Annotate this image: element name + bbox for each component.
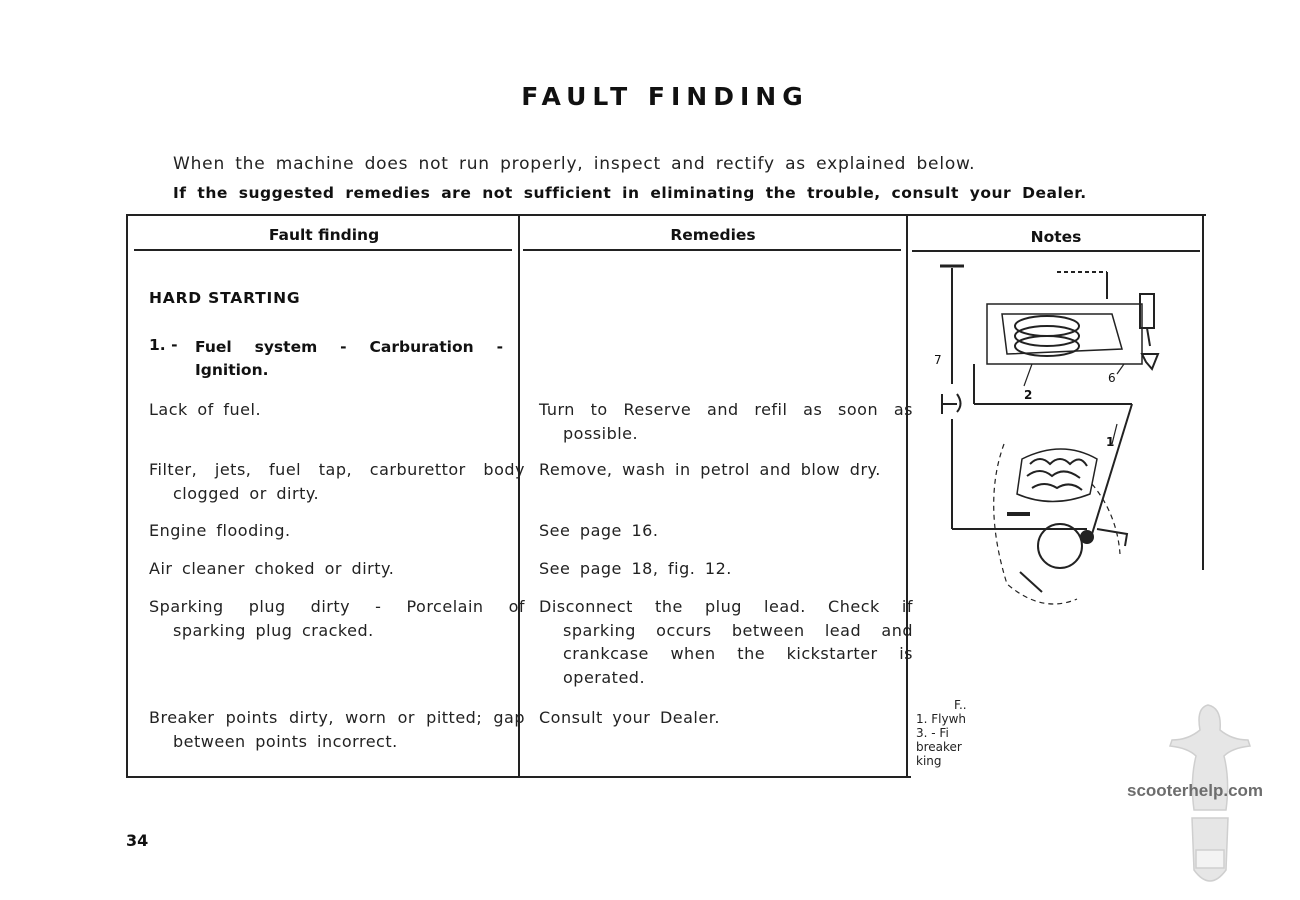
fault-item: Lack of fuel. xyxy=(149,400,262,419)
caption-line: 3. - Fi xyxy=(916,726,949,740)
subsection-title: Fuel system - Carburation - Ignition. xyxy=(195,338,503,379)
fault-item: Sparking plug dirty - Porcelain of spark… xyxy=(149,597,525,640)
column-divider-2 xyxy=(906,214,908,778)
column-header-fault: Fault finding xyxy=(268,226,380,244)
diagram-label: 7 xyxy=(934,353,942,367)
diagram-label: 1 xyxy=(1106,435,1114,449)
subsection-number: 1. - xyxy=(149,336,178,354)
watermark-text: scooterhelp.com xyxy=(1127,781,1264,800)
diagram-label: 2 xyxy=(1024,388,1032,402)
scooter-logo-watermark xyxy=(1168,704,1252,882)
table-right-border xyxy=(1202,214,1204,570)
section-title: HARD STARTING xyxy=(149,289,301,307)
figure-caption: F.. 1. Flywh 3. - Fi breaker king xyxy=(916,698,982,768)
intro-text: When the machine does not run properly, … xyxy=(173,154,976,174)
remedy-item: See page 18, fig. 12. xyxy=(539,559,732,578)
remedy-item: Disconnect the plug lead. Check if spark… xyxy=(539,597,913,687)
page-title: FAULT FINDING xyxy=(521,82,809,111)
caption-line: F.. xyxy=(954,698,967,712)
remedy-item: See page 16. xyxy=(539,521,659,540)
caption-line: king xyxy=(916,754,942,768)
fault-item: Air cleaner choked or dirty. xyxy=(149,559,395,578)
page-number: 34 xyxy=(126,831,149,850)
column-header-notes: Notes xyxy=(1030,228,1082,246)
fault-item: Filter, jets, fuel tap, carburettor body… xyxy=(149,460,525,503)
dealer-warning: If the suggested remedies are not suffic… xyxy=(173,184,1087,202)
caption-line: breaker xyxy=(916,740,962,754)
header-underline-remedies xyxy=(523,249,901,251)
table-left-border xyxy=(126,214,128,778)
column-divider-1 xyxy=(518,214,520,778)
diagram-label: 6 xyxy=(1108,371,1116,385)
fault-item: Breaker points dirty, worn or pitted; ga… xyxy=(149,708,525,751)
remedy-item: Turn to Reserve and refil as soon as pos… xyxy=(539,400,913,443)
header-underline-notes xyxy=(912,250,1200,252)
header-underline-fault xyxy=(134,249,512,251)
remedy-item: Consult your Dealer. xyxy=(539,708,720,727)
ignition-circuit-diagram: 7 6 2 1 xyxy=(934,264,1160,605)
fault-item: Engine flooding. xyxy=(149,521,291,540)
column-header-remedies: Remedies xyxy=(670,226,756,244)
table-top-border xyxy=(126,214,1206,216)
caption-line: 1. Flywh xyxy=(916,712,967,726)
remedy-item: Remove, wash in petrol and blow dry. xyxy=(539,460,881,479)
